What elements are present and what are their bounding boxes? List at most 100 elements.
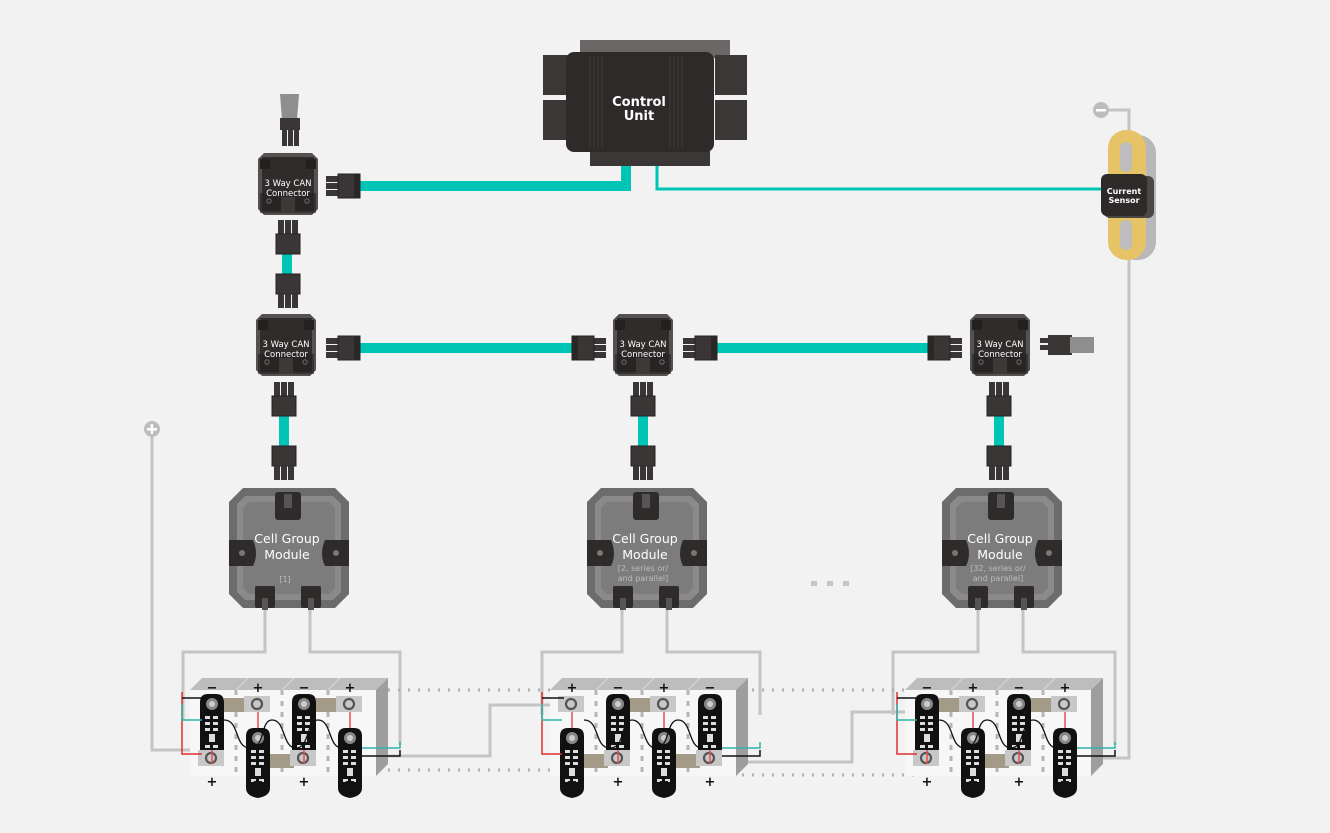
cell-terminal-tab — [334, 694, 364, 714]
cgm-3-note-2: and parallel] — [973, 574, 1023, 583]
cell-group-module-2[interactable]: Cell Group Module [2, series or/ and par… — [587, 488, 707, 610]
current-sensor-label-1: Current — [1107, 187, 1142, 196]
terminal-negative: − — [345, 775, 356, 790]
cell-terminal-tab — [911, 748, 941, 768]
cell-terminal-tab — [242, 694, 272, 714]
can-plug — [986, 381, 1012, 417]
cell-group-module-1[interactable]: Cell Group Module [1] — [229, 488, 349, 610]
terminal-positive: + — [567, 681, 578, 696]
terminal-negative: − — [968, 775, 979, 790]
teal-wire — [1077, 742, 1116, 749]
black-wire — [362, 750, 401, 757]
teal-wire — [722, 742, 761, 749]
power-wiring — [150, 108, 1131, 764]
cgm-3-label-2: Module — [977, 547, 1023, 562]
cell-terminal-tab — [1049, 694, 1079, 714]
cgm-3-label-1: Cell Group — [967, 531, 1032, 546]
busbar — [939, 698, 963, 712]
can-terminator-top — [280, 94, 300, 146]
can-terminator-right — [1040, 335, 1094, 355]
terminal-negative: − — [705, 681, 716, 696]
cell-terminal-tab — [602, 748, 632, 768]
control-unit-label-2: Unit — [624, 109, 654, 124]
terminal-positive: + — [299, 775, 310, 790]
terminal-positive: + — [1014, 775, 1025, 790]
cell-terminal-tab — [648, 694, 678, 714]
teal-wire — [896, 704, 917, 721]
can-connector-2[interactable]: 3 Way CAN Connector — [255, 313, 317, 377]
cell-terminal-tab — [196, 748, 226, 768]
can-plug — [275, 219, 301, 255]
can-plug — [325, 173, 361, 199]
can-connector-1[interactable]: 3 Way CAN Connector — [257, 152, 319, 216]
cell-pack-1: − + − + − + − + — [181, 677, 401, 798]
busbar — [676, 754, 700, 768]
can-connector-3-label-2: Connector — [621, 350, 665, 360]
cell-terminal-tab — [957, 694, 987, 714]
terminal-positive: + — [659, 681, 670, 696]
cell-packs: −+−+−+−+−+−+−+−+−+−+−+−+ — [181, 677, 1116, 798]
terminal-positive: + — [1060, 681, 1071, 696]
busbar — [630, 698, 654, 712]
cell-terminal-tab — [1003, 748, 1033, 768]
terminal-negative: − — [567, 775, 578, 790]
busbar — [1031, 698, 1055, 712]
terminal-positive: + — [253, 681, 264, 696]
busbar — [270, 754, 294, 768]
terminal-positive: + — [968, 681, 979, 696]
can-connector-4-label-1: 3 Way CAN — [976, 340, 1023, 350]
can-connector-2-label-2: Connector — [264, 350, 308, 360]
teal-wire — [181, 704, 202, 721]
can-connector-1-label-2: Connector — [266, 189, 310, 199]
current-sensor-label-2: Sensor — [1108, 196, 1139, 205]
terminal-positive: + — [705, 775, 716, 790]
terminal-negative: − — [1014, 681, 1025, 696]
terminal-positive: + — [207, 775, 218, 790]
ellipsis-more-modules — [811, 581, 849, 586]
cell-terminal-tab — [694, 748, 724, 768]
cgm-1-label-2: Module — [264, 547, 310, 562]
terminal-negative: − — [299, 681, 310, 696]
black-wire — [722, 750, 761, 757]
cgm-2-note-2: and parallel] — [618, 574, 668, 583]
can-connector-1-label-1: 3 Way CAN — [264, 179, 311, 189]
can-plug — [927, 335, 963, 361]
can-connector-2-label-1: 3 Way CAN — [262, 340, 309, 350]
cgm-1-note-1: [1] — [279, 575, 290, 584]
cell-pack-2: −+−+−+−+ — [541, 677, 761, 798]
cell-pack-3: − + − + − + − + — [896, 677, 1116, 798]
terminal-positive: + — [345, 681, 356, 696]
control-unit[interactable]: Control Unit — [543, 40, 747, 166]
cgm-3-note-1: [32, series or/ — [970, 564, 1026, 573]
can-connector-3[interactable]: 3 Way CAN Connector — [612, 313, 674, 377]
control-unit-label-1: Control — [612, 95, 666, 110]
cgm-2-label-2: Module — [622, 547, 668, 562]
can-plug — [275, 273, 301, 309]
can-plug — [325, 335, 361, 361]
terminal-negative: − — [253, 775, 264, 790]
current-sensor[interactable]: Current Sensor — [1101, 130, 1156, 260]
cell-group-module-3[interactable]: Cell Group Module [32, series or/ and pa… — [942, 488, 1062, 610]
terminal-negative: − — [1060, 775, 1071, 790]
terminal-negative: − — [922, 681, 933, 696]
cell-terminal-tab — [288, 748, 318, 768]
positive-terminal — [144, 421, 160, 437]
terminal-positive: + — [922, 775, 933, 790]
busbar — [584, 754, 608, 768]
can-plug — [986, 445, 1012, 481]
can-connector-4[interactable]: 3 Way CAN Connector — [969, 313, 1031, 377]
can-plug — [630, 445, 656, 481]
balance-wire — [583, 719, 703, 749]
terminal-negative: − — [207, 681, 218, 696]
balance-wire — [223, 719, 343, 749]
pack-dotted-links — [378, 688, 915, 777]
black-wire — [1077, 750, 1116, 757]
can-plug — [682, 335, 718, 361]
can-cabling — [279, 163, 1103, 450]
terminal-negative: − — [659, 775, 670, 790]
can-connector-4-label-2: Connector — [978, 350, 1022, 360]
cgm-2-note-1: [2, series or/ — [618, 564, 669, 573]
teal-wire — [362, 742, 401, 749]
can-plug — [630, 381, 656, 417]
terminal-positive: + — [613, 775, 624, 790]
